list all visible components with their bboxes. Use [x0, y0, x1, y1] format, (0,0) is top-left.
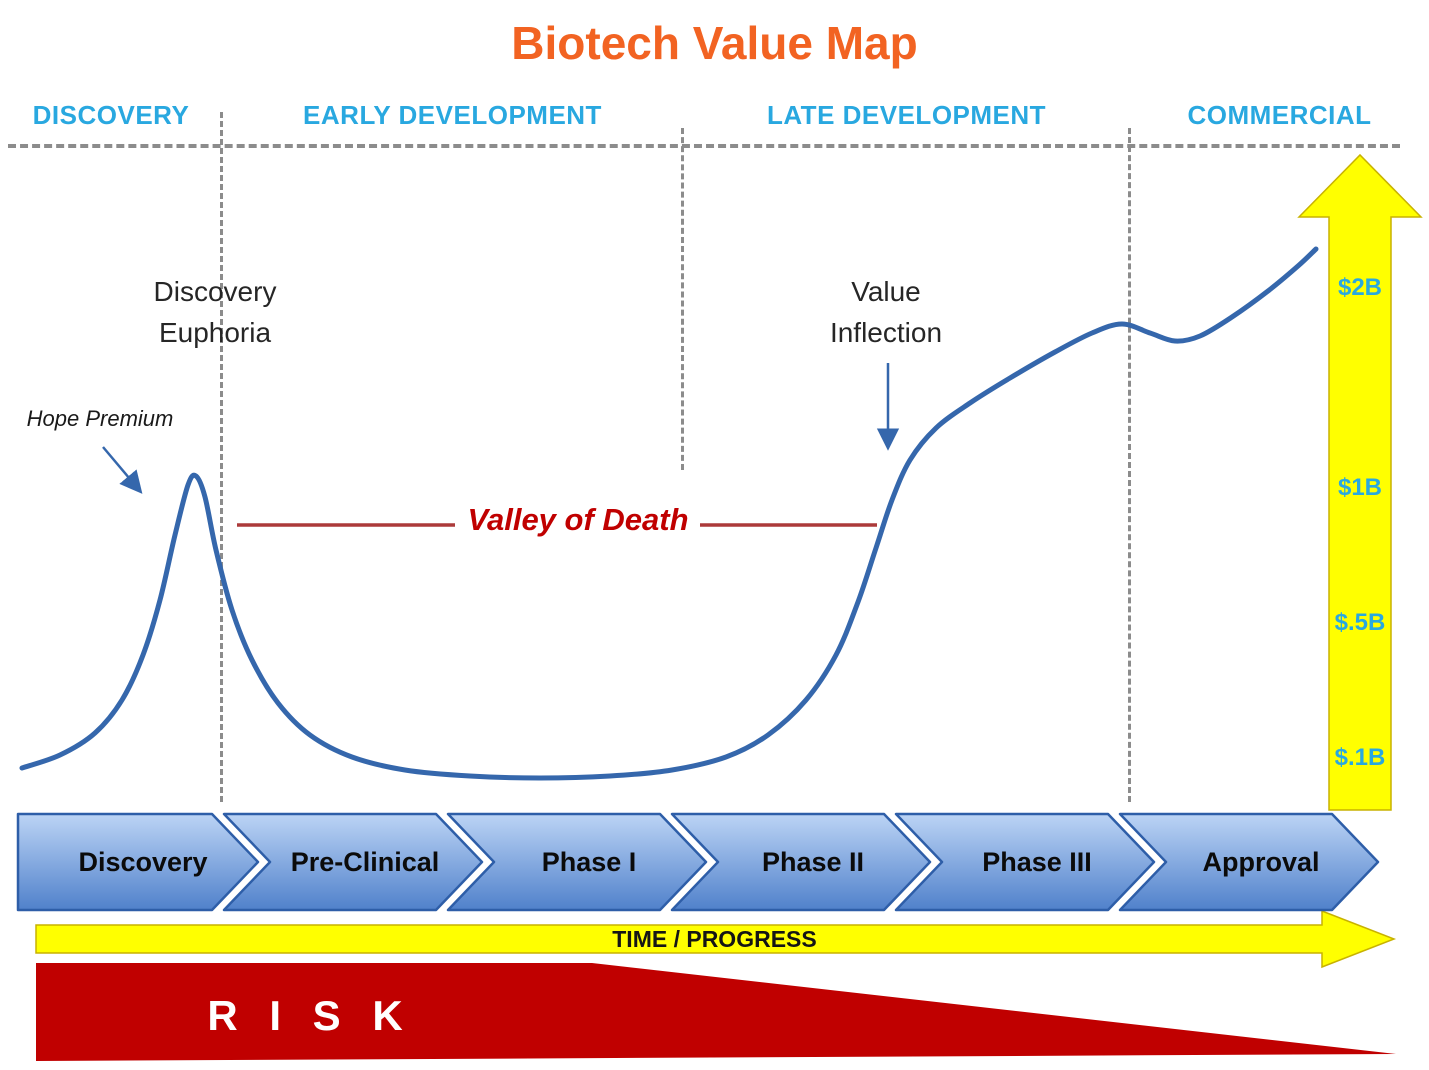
chevron-preclinical [222, 812, 484, 912]
pipeline-label-phase1: Phase I [541, 847, 637, 877]
pipeline-label-phase3: Phase III [982, 847, 1092, 877]
divider-late-commercial [1128, 128, 1131, 802]
value-inflection-annotation: Value Inflection [786, 272, 986, 353]
hope-premium-arrow [102, 446, 143, 494]
pipeline-chevrons [16, 812, 1380, 912]
pipeline-label-phase2: Phase II [761, 847, 865, 877]
stage-label-commercial: COMMERCIAL [1187, 100, 1372, 130]
stage-label-discovery: DISCOVERY [32, 100, 190, 130]
value-axis-label-2b: $2B [1337, 274, 1383, 301]
stage-label-early-development: EARLY DEVELOPMENT [303, 100, 602, 130]
hope-premium-annotation: Hope Premium [26, 406, 174, 431]
page-title: Biotech Value Map [511, 17, 918, 69]
discovery-euphoria-line2: Euphoria [158, 316, 272, 348]
value-axis-label-1b: $1B [1337, 474, 1383, 501]
valley-of-death-label: Valley of Death [467, 502, 689, 537]
risk-label: R I S K [207, 992, 413, 1039]
value-axis-label-05b: $.5B [1334, 609, 1386, 636]
time-axis-label: TIME / PROGRESS [612, 926, 817, 952]
value-axis-label-01b: $.1B [1334, 744, 1386, 771]
discovery-euphoria-line1: Discovery [153, 276, 277, 307]
stage-label-late-development: LATE DEVELOPMENT [766, 100, 1047, 130]
value-inflection-line1: Value [851, 276, 921, 307]
value-inflection-line2: Inflection [829, 316, 943, 348]
pipeline-label-preclinical: Pre-Clinical [290, 847, 440, 877]
chevron-phase2 [670, 812, 932, 912]
top-dashed-line [8, 144, 1400, 148]
chevron-approval [1118, 812, 1380, 912]
chevron-phase3 [894, 812, 1156, 912]
chevron-discovery [16, 812, 260, 912]
pipeline-label-approval: Approval [1202, 847, 1320, 877]
pipeline-label-discovery: Discovery [78, 847, 208, 877]
time-axis-arrow [35, 909, 1397, 969]
divider-discovery-early [220, 112, 223, 802]
value-curve [19, 246, 1319, 781]
chevron-phase1 [446, 812, 708, 912]
discovery-euphoria-annotation: Discovery Euphoria [115, 272, 315, 353]
value-axis-arrow [1297, 153, 1423, 811]
risk-wedge [36, 963, 1396, 1061]
divider-early-late [681, 128, 684, 470]
